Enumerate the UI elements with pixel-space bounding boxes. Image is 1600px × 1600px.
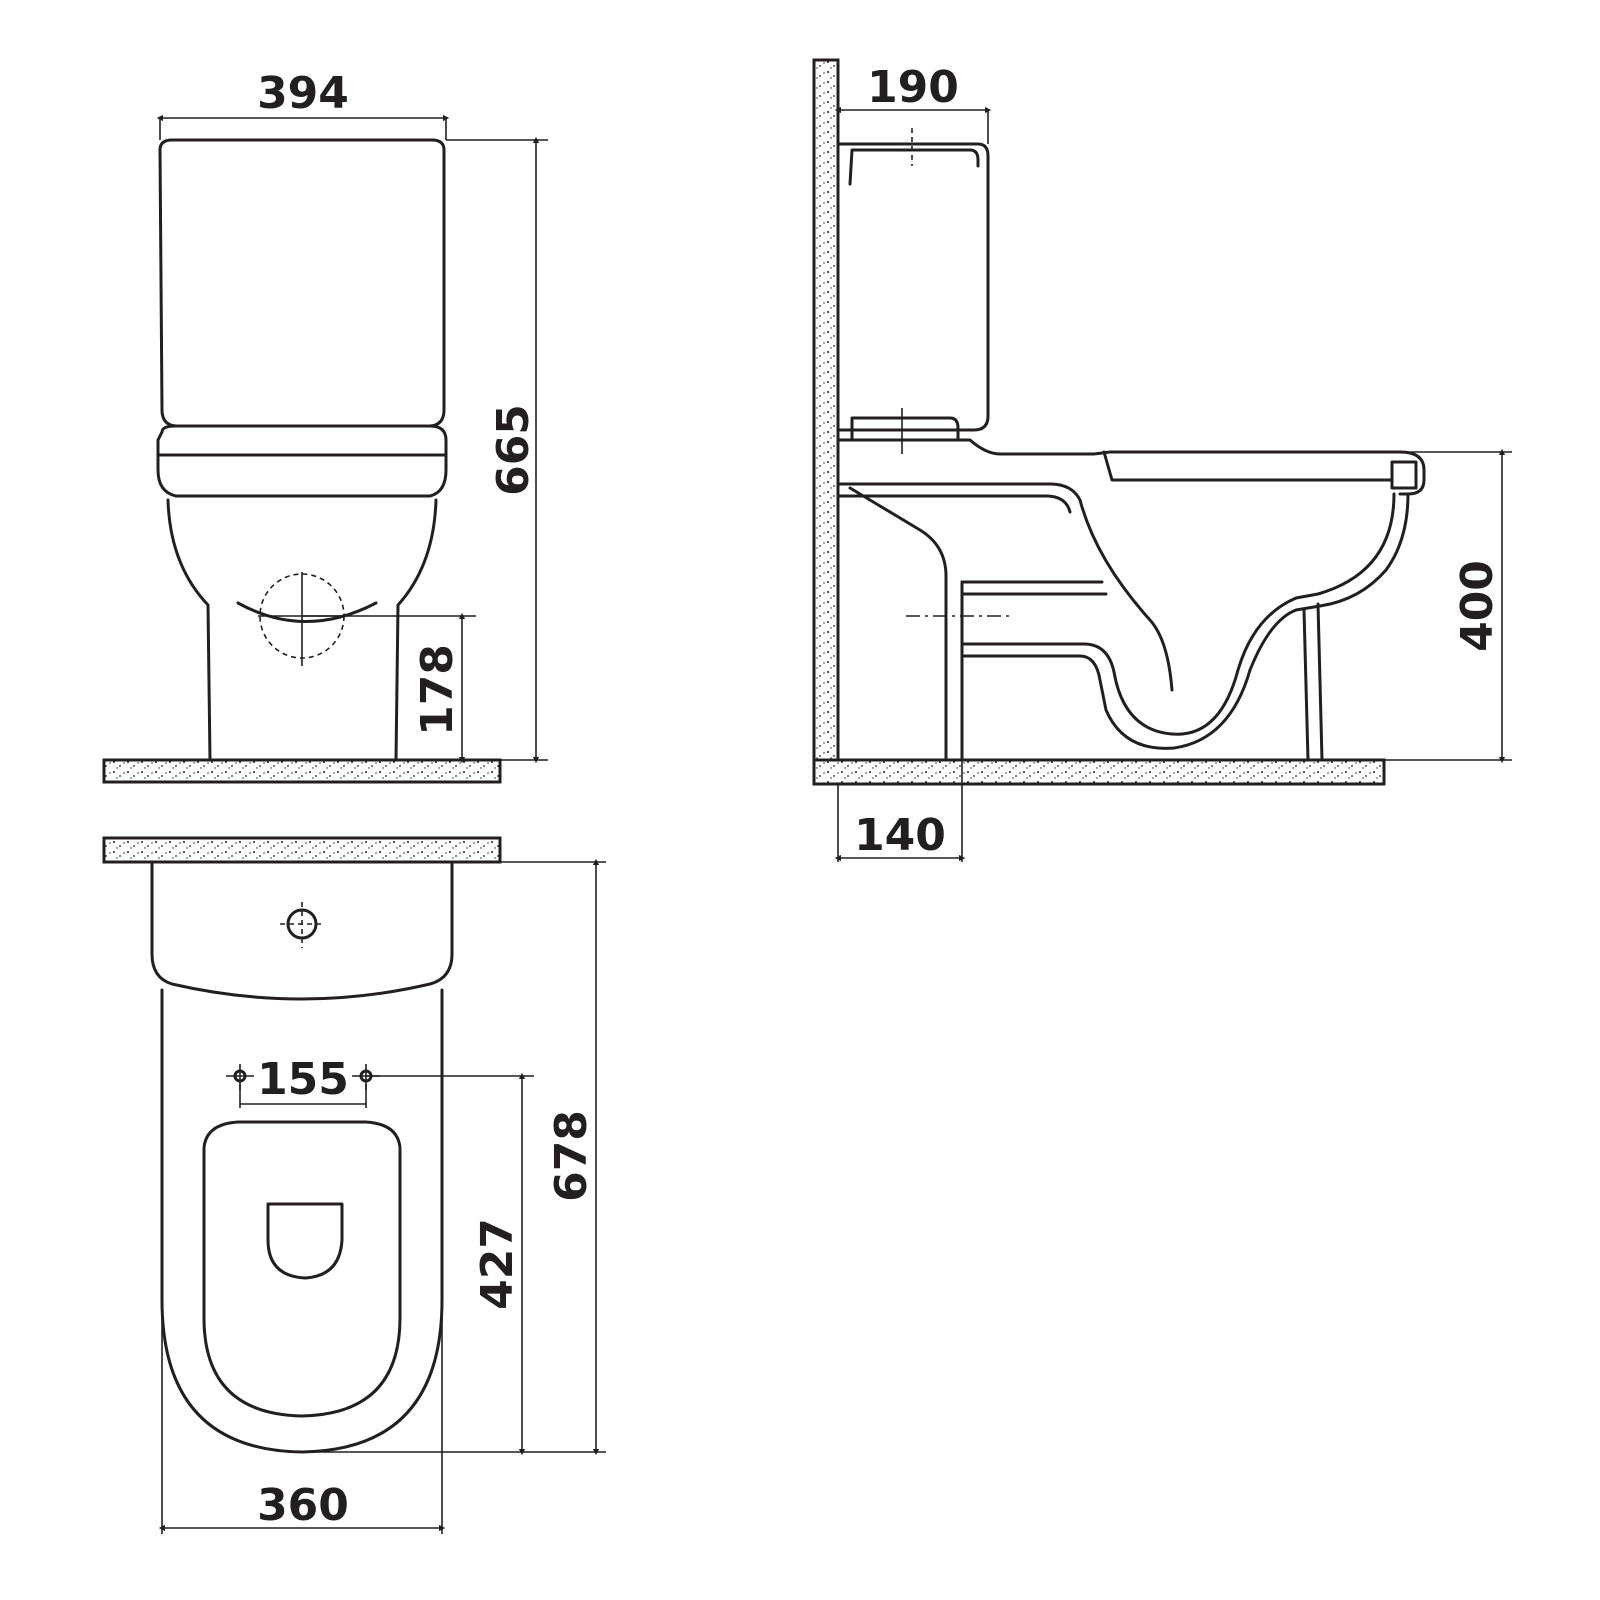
side-cistern [836, 142, 990, 432]
top-view: 155 427 678 360 [102, 836, 606, 1534]
front-pedestal [166, 498, 438, 762]
side-floor [812, 758, 1386, 786]
dim-overall-length: 678 [546, 1110, 597, 1202]
side-bowl-outer [960, 492, 1410, 750]
dim-bowl-width: 360 [257, 1480, 349, 1531]
top-wall [102, 836, 502, 864]
side-bowl-top [836, 438, 1426, 496]
side-wall [812, 58, 840, 786]
top-cistern [150, 860, 454, 1001]
side-trapway [836, 482, 1174, 692]
dim-outlet-from-wall: 140 [854, 810, 946, 861]
top-lid-handle [266, 1202, 344, 1280]
dim-front-width: 394 [257, 68, 349, 119]
top-seat [202, 1120, 402, 1418]
dim-tank-depth: 190 [867, 62, 959, 113]
dim-outlet-height: 178 [412, 644, 463, 736]
dim-bolt-spacing: 155 [257, 1054, 349, 1105]
front-floor [102, 758, 502, 784]
dim-total-height: 665 [488, 404, 539, 496]
front-seat [156, 424, 448, 498]
side-foot [848, 486, 964, 762]
dim-seat-height: 400 [1452, 560, 1503, 652]
front-view: 394 665 178 [102, 68, 548, 784]
front-cistern [158, 138, 446, 428]
side-view: 190 400 140 [812, 58, 1512, 862]
dim-bolt-to-front: 427 [472, 1218, 523, 1310]
